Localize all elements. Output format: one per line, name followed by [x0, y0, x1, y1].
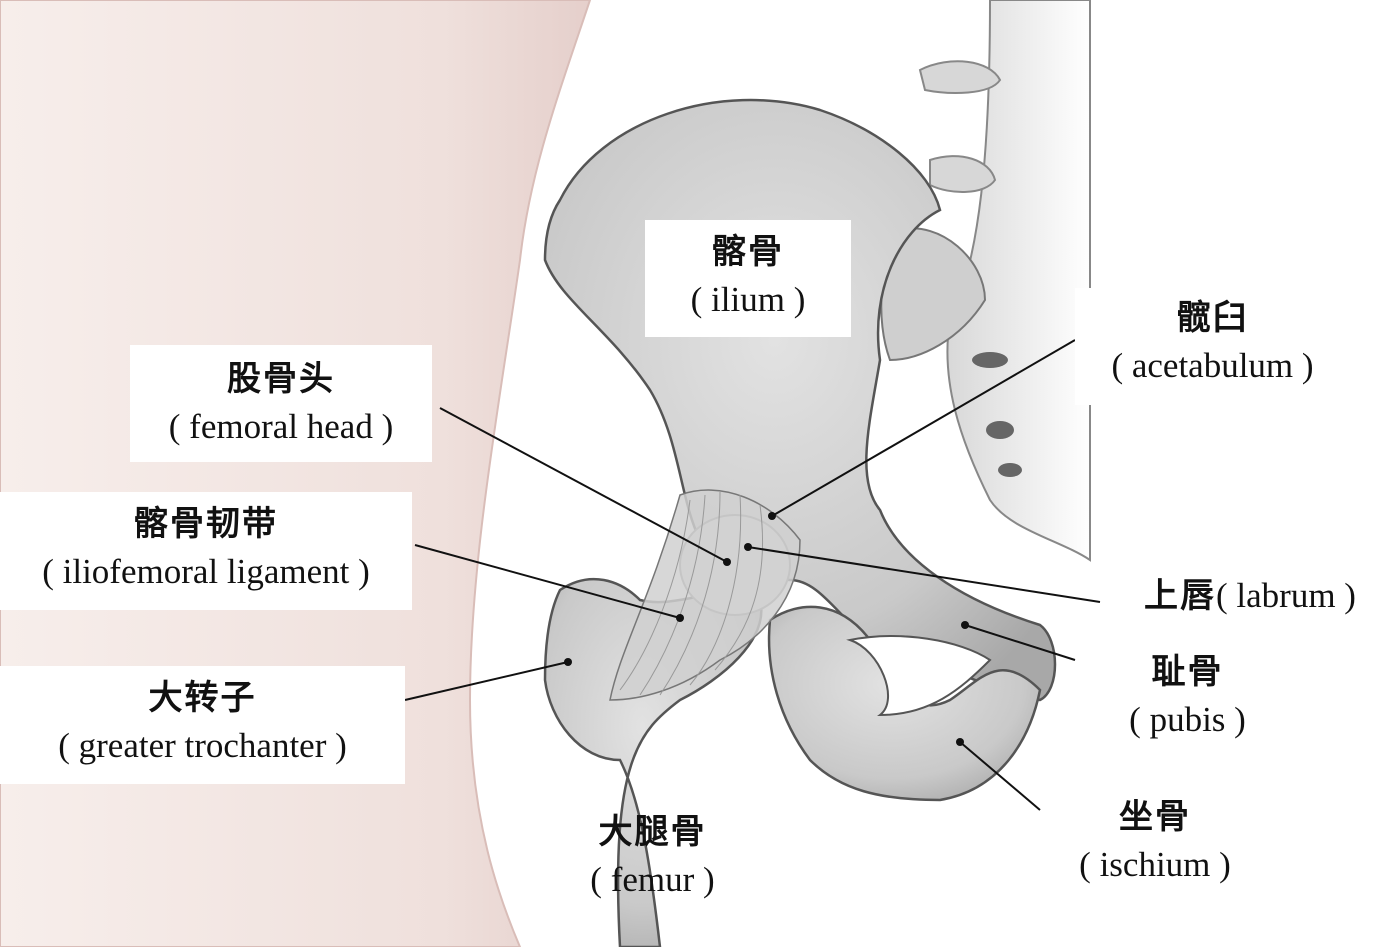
label-acetabulum-zh: 髋臼	[1176, 298, 1249, 338]
label-labrum-en: ( labrum )	[1216, 576, 1356, 615]
label-pubis-zh: 耻骨	[1151, 652, 1224, 692]
leader-labrum	[747, 546, 1101, 603]
label-labrum-zh: 上唇	[1144, 576, 1217, 616]
label-ischium: 坐骨 ( ischium )	[1055, 795, 1255, 895]
label-pubis: 耻骨 ( pubis )	[1105, 650, 1270, 758]
skin-outline	[0, 0, 592, 947]
leader-ischium	[959, 741, 1041, 811]
label-labrum: 上唇( labrum )	[1105, 572, 1395, 624]
label-greater-trochanter-en: ( greater trochanter )	[58, 725, 347, 765]
label-femoral-head-zh: 股骨头	[227, 359, 335, 399]
sacral-foramen	[998, 463, 1022, 477]
label-ischium-zh: 坐骨	[1119, 797, 1191, 837]
label-acetabulum: 髋臼 ( acetabulum )	[1075, 288, 1350, 405]
label-ilium: 髂骨 ( ilium )	[645, 220, 851, 337]
obturator-foramen	[846, 635, 992, 717]
leader-acetabulum	[771, 339, 1076, 517]
label-ilium-en: ( ilium )	[690, 279, 806, 319]
iliofemoral-ligament	[609, 489, 801, 701]
vertebra-process	[918, 60, 1002, 94]
label-femoral-head-en: ( femoral head )	[168, 406, 394, 446]
sacral-foramen	[986, 421, 1014, 439]
label-ilium-zh: 髂骨	[712, 232, 784, 272]
label-femoral-head: 股骨头 ( femoral head )	[130, 345, 432, 462]
label-femur: 大腿骨 ( femur )	[565, 810, 740, 910]
sacral-foramen	[972, 352, 1008, 368]
label-iliofemoral-ligament: 髂骨韧带 ( iliofemoral ligament )	[0, 492, 412, 610]
label-ischium-en: ( ischium )	[1079, 844, 1231, 884]
label-femur-zh: 大腿骨	[598, 812, 707, 852]
vertebra-process	[929, 155, 997, 193]
leader-greater-trochanter	[404, 661, 569, 701]
leader-iliofemoral-ligament	[414, 544, 681, 619]
label-acetabulum-en: ( acetabulum )	[1111, 345, 1314, 385]
label-greater-trochanter: 大转子 ( greater trochanter )	[0, 666, 405, 784]
leader-femoral-head	[439, 407, 728, 563]
leader-pubis	[964, 624, 1076, 661]
label-greater-trochanter-zh: 大转子	[148, 678, 257, 718]
label-iliofemoral-ligament-en: ( iliofemoral ligament )	[42, 551, 370, 591]
label-femur-en: ( femur )	[590, 859, 715, 899]
label-pubis-en: ( pubis )	[1129, 699, 1246, 739]
label-iliofemoral-ligament-zh: 髂骨韧带	[134, 504, 278, 544]
leader-lines	[404, 339, 1101, 811]
